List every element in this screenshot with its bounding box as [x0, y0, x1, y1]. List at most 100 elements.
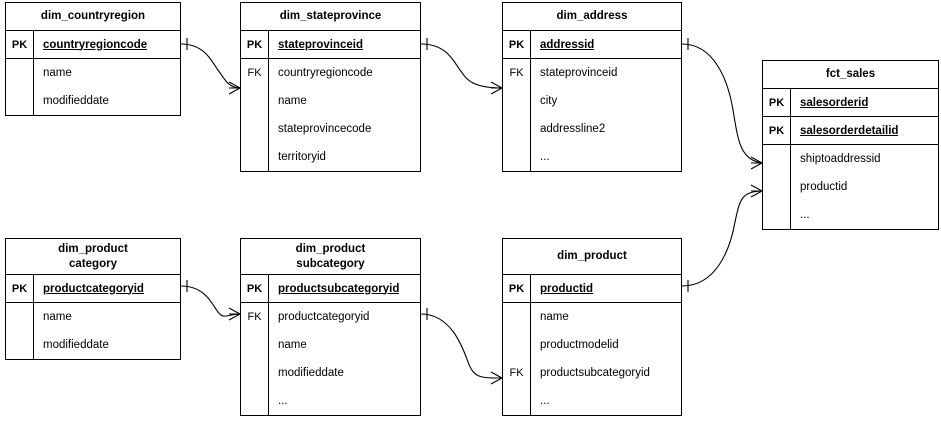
attribute-block: name modifieddate	[6, 59, 180, 115]
entity-title-fct-sales: fct_sales	[763, 61, 938, 89]
entity-title-line: subcategory	[296, 257, 365, 270]
attribute-markers	[6, 59, 34, 115]
field-row-pk[interactable]: PK productsubcategoryid	[241, 275, 420, 303]
entity-title-dim-productsubcategory: dim_product subcategory	[241, 239, 420, 275]
connector-countryregion-to-stateprovince	[180, 38, 241, 95]
attr-marker	[241, 331, 268, 359]
entity-dim-countryregion[interactable]: dim_countryregion PK countryregioncode n…	[5, 2, 181, 116]
entity-dim-productcategory[interactable]: dim_product category PK productcategoryi…	[5, 238, 181, 360]
field-name: name	[278, 339, 307, 351]
entity-title-line: category	[69, 257, 117, 270]
attr-marker	[6, 303, 33, 331]
field-row-pk[interactable]: PK salesorderid	[763, 89, 938, 117]
entity-title-line: dim_product	[295, 242, 366, 255]
entity-title-dim-productcategory: dim_product category	[6, 239, 180, 275]
field-name: salesorderdetailid	[800, 124, 899, 137]
key-marker: PK	[241, 31, 269, 58]
field-name: name	[278, 95, 307, 107]
attribute-markers: FK	[503, 59, 531, 171]
attr-marker: FK	[247, 311, 262, 323]
field-row-pk[interactable]: PK countryregioncode	[6, 31, 180, 59]
field-row-pk[interactable]: PK stateprovinceid	[241, 31, 420, 59]
connector-product-to-fctsales	[681, 184, 763, 292]
field-name: productmodelid	[540, 339, 619, 351]
attribute-names: name productmodelid productsubcategoryid…	[531, 303, 681, 415]
field-name: productid	[800, 181, 848, 193]
attribute-names: productcategoryid name modifieddate ...	[269, 303, 420, 415]
field-name: addressid	[540, 38, 595, 51]
entity-title-dim-address: dim_address	[503, 3, 681, 31]
attr-marker	[241, 387, 268, 415]
field-name: name	[540, 311, 569, 323]
field-row-pk[interactable]: PK addressid	[503, 31, 681, 59]
attr-marker	[6, 331, 33, 359]
connector-address-to-fctsales	[681, 38, 763, 170]
entity-dim-productsubcategory[interactable]: dim_product subcategory PK productsubcat…	[240, 238, 421, 416]
attribute-markers: FK	[503, 303, 531, 415]
field-name: ...	[278, 395, 288, 407]
key-marker: PK	[503, 275, 531, 302]
attribute-block: shiptoaddressid productid ...	[763, 145, 938, 229]
field-row-pk[interactable]: PK productcategoryid	[6, 275, 180, 303]
field-row-pk[interactable]: PK salesorderdetailid	[763, 117, 938, 145]
field-name: city	[540, 95, 558, 107]
field-name: name	[43, 67, 72, 79]
attribute-names: stateprovinceid city addressline2 ...	[531, 59, 681, 171]
field-name: productid	[540, 282, 594, 295]
attr-marker	[763, 173, 790, 201]
entity-dim-stateprovince[interactable]: dim_stateprovince PK stateprovinceid FK …	[240, 2, 421, 172]
attribute-names: name modifieddate	[34, 59, 180, 115]
entity-fct-sales[interactable]: fct_sales PK salesorderid PK salesorderd…	[762, 60, 939, 230]
entity-title-line: dim_product	[557, 250, 627, 263]
attribute-markers: FK	[241, 59, 269, 171]
field-name: productsubcategoryid	[278, 282, 400, 295]
field-name: modifieddate	[278, 367, 344, 379]
attr-marker	[241, 143, 268, 171]
attr-marker: FK	[509, 67, 524, 79]
entity-title-dim-countryregion: dim_countryregion	[6, 3, 180, 31]
attr-marker	[763, 145, 790, 173]
entity-title-dim-product: dim_product	[503, 239, 681, 275]
entity-title-line: dim_address	[556, 10, 628, 23]
field-row-pk[interactable]: PK productid	[503, 275, 681, 303]
field-name: stateprovinceid	[278, 38, 363, 51]
key-marker: PK	[241, 275, 269, 302]
entity-title-dim-stateprovince: dim_stateprovince	[241, 3, 420, 31]
entity-title-line: dim_product	[58, 242, 128, 255]
field-name: modifieddate	[43, 95, 109, 107]
attr-marker	[503, 387, 530, 415]
entity-title-line: fct_sales	[825, 68, 876, 81]
field-name: countryregioncode	[43, 38, 148, 51]
field-name: productcategoryid	[43, 282, 144, 295]
attr-marker	[763, 201, 790, 229]
key-marker: PK	[763, 117, 791, 144]
attribute-block: FK productcategoryid name modifieddate .…	[241, 303, 420, 415]
attribute-markers	[763, 145, 791, 229]
attr-marker	[503, 331, 530, 359]
field-name: ...	[540, 395, 550, 407]
entity-dim-product[interactable]: dim_product PK productid FK name product…	[502, 238, 682, 416]
attr-marker	[503, 115, 530, 143]
entity-title-line: dim_stateprovince	[279, 10, 382, 23]
key-marker: PK	[763, 89, 791, 116]
field-name: ...	[540, 151, 550, 163]
attribute-block: FK countryregioncode name stateprovincec…	[241, 59, 420, 171]
connector-productcategory-to-subcategory	[180, 280, 241, 321]
attr-marker	[241, 87, 268, 115]
field-name: modifieddate	[43, 339, 109, 351]
field-name: territoryid	[278, 151, 326, 163]
field-name: stateprovinceid	[540, 67, 618, 79]
field-name: countryregioncode	[278, 67, 373, 79]
attribute-markers: FK	[241, 303, 269, 415]
entity-dim-address[interactable]: dim_address PK addressid FK stateprovinc…	[502, 2, 682, 172]
field-name: shiptoaddressid	[800, 153, 881, 165]
field-name: stateprovincecode	[278, 123, 372, 135]
field-name: addressline2	[540, 123, 606, 135]
attr-marker	[6, 59, 33, 87]
attribute-block: name modifieddate	[6, 303, 180, 359]
attr-marker	[503, 143, 530, 171]
attribute-names: shiptoaddressid productid ...	[791, 145, 938, 229]
attr-marker	[6, 87, 33, 115]
attribute-markers	[6, 303, 34, 359]
